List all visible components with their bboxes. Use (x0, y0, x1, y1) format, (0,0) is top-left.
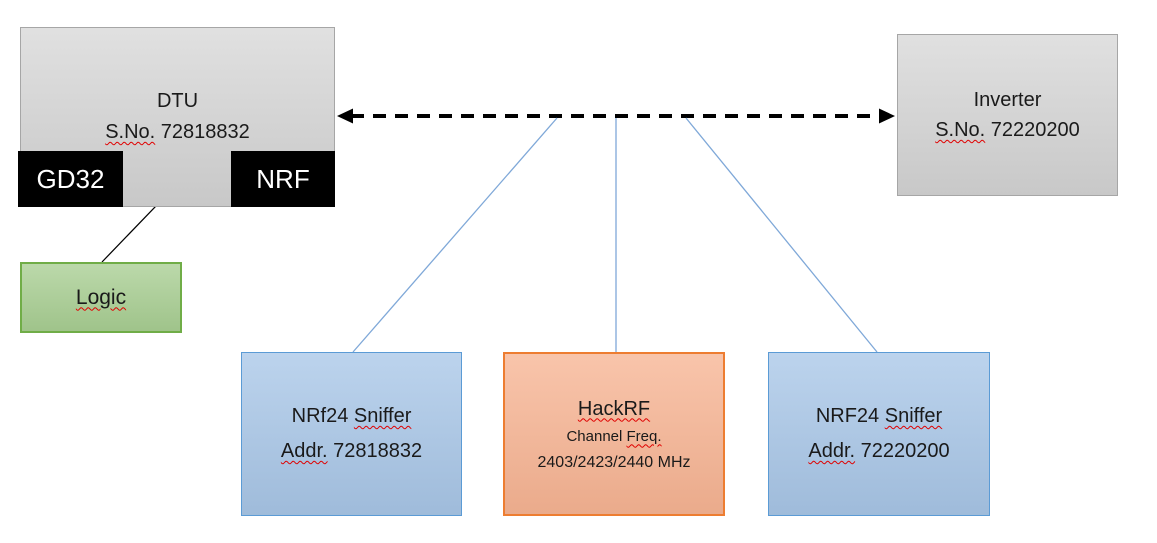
gd32-chip: GD32 (18, 151, 123, 207)
inverter-title: Inverter (973, 89, 1042, 111)
hackrf-freq-word: Freq. (626, 427, 662, 445)
nrf-label: NRF (256, 163, 310, 194)
logic-label-text: Logic (75, 285, 127, 309)
hackrf-title: HackRF (505, 394, 723, 424)
dashed-arrowhead-right (879, 108, 895, 124)
dtu-title: DTU (156, 90, 199, 112)
sniffer-right-title: NRF24 Sniffer (769, 399, 989, 434)
sniffer-left-box: NRf24 Sniffer Addr. 72818832 (241, 352, 462, 516)
sniffer-left-addr-label: Addr. (280, 440, 328, 462)
inverter-serial-label: S.No. (935, 119, 986, 141)
hackrf-box: HackRF Channel Freq. 2403/2423/2440 MHz (503, 352, 725, 516)
logic-box: Logic (20, 262, 182, 333)
logic-label: Logic (22, 286, 180, 310)
inverter-serial: S.No. 72220200 (898, 115, 1117, 145)
hackrf-channel-label: Channel (566, 427, 623, 445)
sniffer-right-addr-label: Addr. (808, 440, 856, 462)
sniffer-right-word: Sniffer (884, 405, 943, 427)
sniffer-left-addr: Addr. 72818832 (242, 434, 461, 469)
sniffer-right-addr: Addr. 72220200 (769, 434, 989, 469)
gd32-label: GD32 (36, 163, 105, 194)
dtu-serial-label: S.No. (105, 121, 156, 143)
link-sniffer-right (685, 117, 878, 353)
nrf-chip: NRF (231, 151, 335, 207)
dtu-serial-number: 72818832 (160, 121, 250, 143)
dtu-serial: S.No. 72818832 (21, 117, 334, 148)
inverter-box: Inverter S.No. 72220200 (897, 34, 1118, 196)
link-sniffer-left (352, 117, 558, 353)
sniffer-right-box: NRF24 Sniffer Addr. 72220200 (768, 352, 990, 516)
sniffer-left-word: Sniffer (353, 405, 412, 427)
dashed-arrowhead-left (337, 108, 353, 124)
sniffer-right-address: 72220200 (860, 440, 950, 462)
hackrf-channel: Channel Freq. (505, 424, 723, 450)
sniffer-left-prefix: NRf24 (291, 405, 349, 427)
inverter-serial-number: 72220200 (990, 119, 1080, 141)
sniffer-right-prefix: NRF24 (815, 405, 880, 427)
hackrf-frequencies: 2403/2423/2440 MHz (537, 453, 691, 471)
sniffer-left-address: 72818832 (333, 440, 423, 462)
hackrf-title-text: HackRF (577, 397, 651, 420)
sniffer-left-title: NRf24 Sniffer (242, 399, 461, 434)
